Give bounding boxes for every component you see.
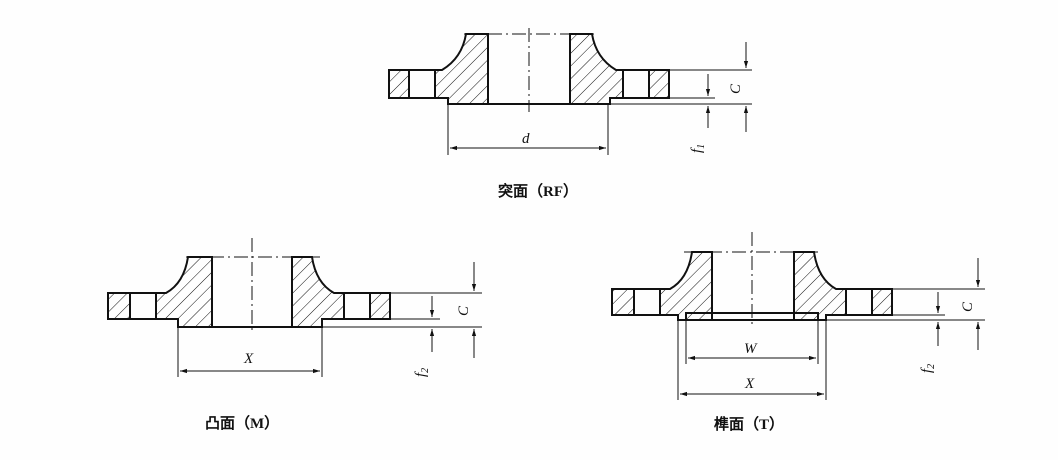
right-hub-section: [291, 256, 345, 328]
dim-c-label: C: [960, 301, 976, 312]
dim-x-label: X: [243, 351, 254, 367]
right-ring-section: [648, 69, 670, 99]
left-bolt-hole: [129, 292, 157, 320]
caption-male-face: 凸面（M）: [205, 414, 279, 432]
right-bolt-hole: [343, 292, 371, 320]
left-bolt-hole: [408, 69, 436, 99]
right-hub-section: [569, 33, 624, 105]
left-ring-section: [388, 69, 410, 99]
right-ring-section: [369, 292, 391, 320]
tongue-ring: [685, 312, 819, 321]
dim-c-label: C: [456, 305, 472, 316]
dim-d-label: d: [522, 131, 530, 147]
caption-raised-face: 突面（RF）: [498, 182, 578, 200]
left-ring-section: [611, 288, 635, 316]
flange-raised-face: d C f1 突面（RF）: [388, 28, 752, 200]
left-hub-section: [659, 251, 713, 321]
right-bolt-hole: [622, 69, 650, 99]
left-ring-section: [107, 292, 131, 320]
left-hub-section: [155, 256, 213, 328]
caption-tongue-face: 榫面（T）: [714, 415, 784, 433]
left-bolt-hole: [633, 288, 661, 316]
right-bolt-hole: [845, 288, 873, 316]
right-ring-section: [871, 288, 893, 316]
dim-f1-label: f1: [689, 144, 707, 153]
flange-male-face: X C f2 凸面（M）: [107, 238, 482, 432]
dim-c-label: C: [728, 83, 744, 94]
dim-w-label: W: [744, 341, 758, 357]
flange-tongue-face: W X C f2 榫面（T）: [611, 232, 985, 433]
dim-f2-label: f2: [413, 368, 431, 377]
left-hub-section: [434, 33, 489, 105]
right-hub-section: [793, 251, 847, 321]
dim-x-label: X: [744, 376, 755, 392]
dim-f2-label: f2: [919, 364, 937, 373]
